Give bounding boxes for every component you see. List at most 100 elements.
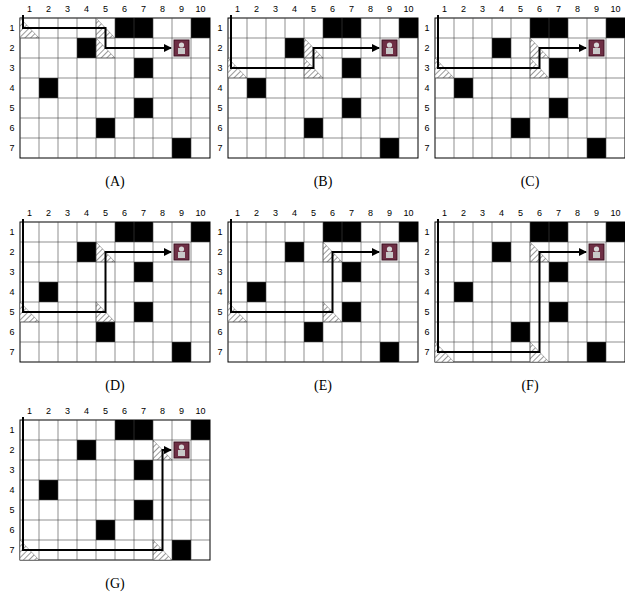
panel-label: (F): [521, 379, 538, 393]
row-number: 3: [217, 268, 222, 277]
obstacle-cell: [39, 282, 58, 302]
column-number: 7: [556, 209, 561, 218]
grid-line: [20, 262, 210, 263]
column-number: 1: [27, 5, 32, 14]
obstacle-cell: [285, 38, 304, 58]
robot-icon: [593, 48, 600, 54]
column-number: 2: [46, 5, 51, 14]
column-number: 8: [160, 209, 165, 218]
robot-icon: [593, 252, 600, 258]
column-number: 9: [179, 5, 184, 14]
grid-line: [435, 138, 625, 139]
grid-line: [20, 78, 210, 79]
robot-icon: [179, 42, 184, 47]
column-number: 9: [179, 209, 184, 218]
obstacle-cell: [606, 222, 625, 242]
row-number: 2: [424, 44, 429, 53]
column-number: 7: [141, 209, 146, 218]
grid-line: [435, 78, 625, 79]
robot-icon: [382, 244, 397, 260]
row-number: 3: [424, 268, 429, 277]
column-number: 4: [84, 5, 89, 14]
column-number: 6: [537, 209, 542, 218]
obstacle-cell: [134, 222, 153, 242]
robot-path: [23, 15, 171, 48]
grid-line: [172, 222, 173, 362]
column-number: 7: [349, 5, 354, 14]
grid-line: [228, 38, 418, 39]
grid-line: [153, 420, 154, 560]
row-number: 3: [9, 268, 14, 277]
grid-line: [20, 58, 210, 59]
obstacle-cell: [399, 18, 418, 38]
obstacle-cell: [77, 440, 96, 460]
panel-label: (A): [105, 175, 124, 189]
column-number: 1: [27, 407, 32, 416]
row-number: 1: [9, 426, 14, 435]
obstacle-cell: [454, 282, 473, 302]
robot-icon: [174, 244, 189, 260]
grid-line: [361, 222, 362, 362]
grid-line: [435, 262, 625, 263]
column-number: 9: [179, 407, 184, 416]
robot-icon: [386, 252, 393, 258]
grid-line: [77, 420, 78, 560]
column-number: 2: [254, 209, 259, 218]
column-number: 7: [349, 209, 354, 218]
grid-line: [247, 222, 248, 362]
grid-line: [115, 420, 116, 560]
grid-line: [39, 420, 40, 560]
panel-label: (G): [105, 577, 124, 591]
grid-panel: [20, 417, 210, 560]
row-number: 3: [9, 466, 14, 475]
robot-icon: [589, 40, 604, 56]
row-number: 4: [9, 84, 14, 93]
row-number: 7: [424, 144, 429, 153]
grid-line: [285, 222, 286, 362]
robot-icon: [382, 40, 397, 56]
grid-line: [20, 98, 210, 99]
row-number: 6: [217, 124, 222, 133]
grid-frame: [20, 18, 210, 158]
column-number: 4: [84, 209, 89, 218]
obstacle-cell: [134, 98, 153, 118]
robot-path: [23, 219, 171, 312]
obstacle-cell: [191, 18, 210, 38]
row-number: 7: [217, 144, 222, 153]
column-number: 6: [122, 5, 127, 14]
obstacle-cell: [304, 322, 323, 342]
grid-line: [20, 302, 210, 303]
grid-frame: [435, 222, 625, 362]
grid-line: [20, 520, 210, 521]
obstacle-cell: [115, 18, 134, 38]
row-number: 2: [217, 248, 222, 257]
row-number: 2: [9, 248, 14, 257]
grid-line: [58, 18, 59, 158]
robot-path: [438, 219, 586, 352]
grid-line: [606, 222, 607, 362]
grid-line: [115, 222, 116, 362]
row-number: 7: [9, 144, 14, 153]
robot-icon: [594, 246, 599, 251]
grid-line: [228, 78, 418, 79]
column-number: 9: [387, 5, 392, 14]
grid-panel: [20, 15, 210, 158]
obstacle-cell: [549, 58, 568, 78]
row-number: 5: [217, 104, 222, 113]
obstacle-cell: [115, 420, 134, 440]
grid-line: [58, 420, 59, 560]
grid-line: [568, 18, 569, 158]
obstacle-cell: [285, 242, 304, 262]
row-number: 6: [424, 124, 429, 133]
grid-line: [228, 98, 418, 99]
panel-label: (D): [105, 379, 124, 393]
grid-line: [96, 420, 97, 560]
obstacle-cell: [549, 222, 568, 242]
grid-panel: [435, 15, 625, 158]
row-number: 5: [9, 308, 14, 317]
obstacle-cell: [134, 302, 153, 322]
row-number: 3: [424, 64, 429, 73]
column-number: 2: [46, 209, 51, 218]
grid-line: [435, 302, 625, 303]
